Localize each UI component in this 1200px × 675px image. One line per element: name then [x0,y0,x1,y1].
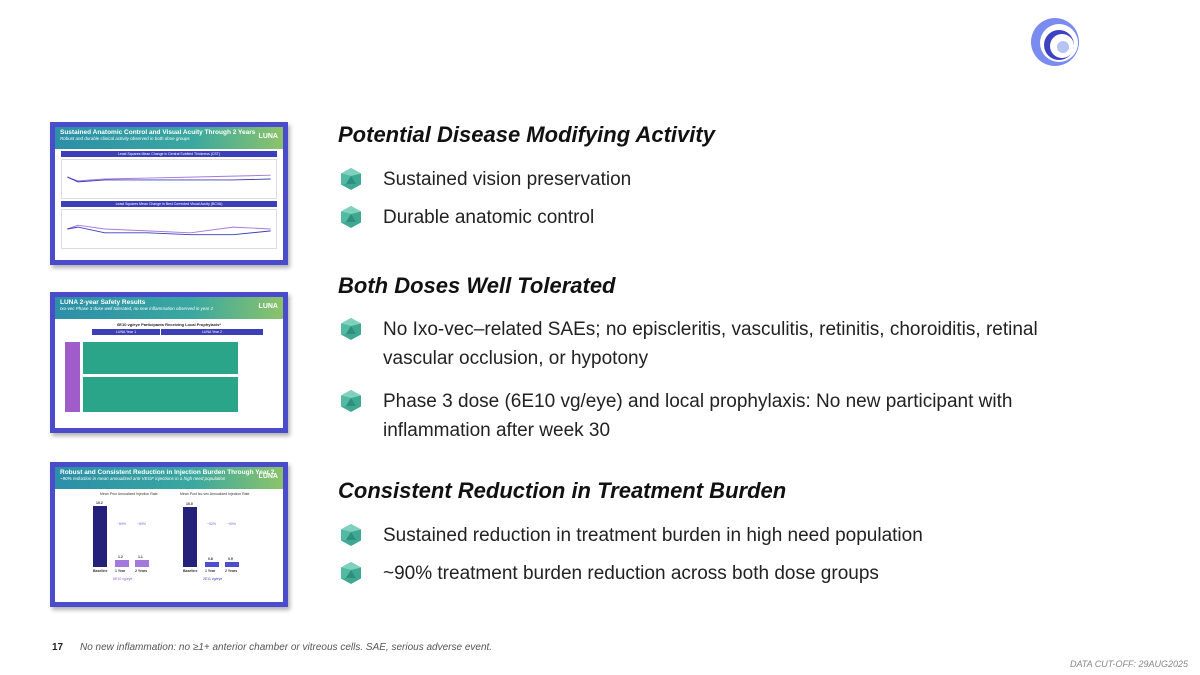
reduction-label: ~90% [227,522,237,526]
luna-brand: LUNA [258,133,278,140]
bar-label: Baseline [183,569,198,573]
chart-title: 6E10 vg/eye Participants Receiving Local… [117,322,221,327]
bar-value: 0.8 [208,557,213,562]
bar-value: 1.1 [138,555,143,560]
bar-label: 2 Years [225,569,238,573]
thumb-subtitle: ~90% reduction in mean annualized anti-V… [60,476,226,481]
thumb-title: LUNA 2-year Safety Results [60,299,146,306]
panel-title: Least Squares Mean Change in Central Sub… [61,151,277,157]
bar-label: 2 Years [135,569,148,573]
bar-mark [225,561,239,567]
luna-brand: LUNA [258,303,278,310]
teal-gem-icon [339,205,363,229]
luna-brand: LUNA [258,473,278,480]
bar-mark [135,560,149,567]
panel-title: Least Squares Mean Change in Best Correc… [61,201,277,207]
reduction-label: ~89% [137,522,147,526]
thumb-title: Sustained Anatomic Control and Visual Ac… [60,129,256,136]
page-number: 17 [52,642,64,653]
bar-label: 1 Year [115,569,126,573]
col-header: LUNA Year 1 [92,329,160,335]
bar-value: 0.9 [228,556,233,561]
thumb-subtitle: Ixo-vec Phase 3 dose well tolerated, no … [60,306,214,311]
bullet-text: Sustained reduction in treatment burden … [383,525,923,546]
bullet-text: Sustained vision preservation [383,169,632,190]
bar-mark [115,559,129,567]
cst-plot [61,159,277,199]
teal-gem-icon [339,317,363,341]
bar-label: Baseline [93,569,108,573]
thumbnail-anatomic-control: Sustained Anatomic Control and Visual Ac… [50,122,288,265]
bcva-plot [61,209,277,249]
group-label: 6E10 vg/eye [113,577,133,581]
section-heading: Potential Disease Modifying Activity [338,122,715,147]
reduction-label: ~89% [117,522,127,526]
section-heading: Both Doses Well Tolerated [338,273,616,298]
legend-prior: Mean Prior Annualized Injection Rate [100,492,158,496]
bar-value: 10.2 [96,500,103,505]
data-cutoff: DATA CUT-OFF: 29AUG2025 [1069,659,1188,669]
bullet-text: ~90% treatment burden reduction across b… [383,563,879,584]
teal-gem-icon [339,389,363,413]
teal-gem-icon [339,167,363,191]
bar-mark [183,507,197,567]
bullet-text: Durable anatomic control [383,207,595,228]
legend-post: Mean Post Ixo-vec Annualized Injection R… [180,492,250,496]
thumb-subtitle: Robust and durable clinical activity obs… [60,136,190,141]
thumbnail-injection-burden: Robust and Consistent Reduction in Injec… [50,462,288,607]
reduction-label: ~92% [207,522,217,526]
footnote: No new inflammation: no ≥1+ anterior cha… [80,642,493,653]
bullet-text: No Ixo-vec–related SAEs; no episcleritis… [383,319,1038,369]
dose-label [65,342,80,412]
heatmap-anterior [83,342,238,374]
bar-value: 1.2 [118,554,123,559]
thumb-title: Robust and Consistent Reduction in Injec… [60,469,275,476]
bullet-text: Phase 3 dose (6E10 vg/eye) and local pro… [383,391,1013,441]
bar-mark [93,505,107,567]
company-logo [1031,18,1079,66]
group-label: 2E11 vg/eye [203,577,223,581]
teal-gem-icon [339,523,363,547]
bar-value: 10.0 [186,502,193,506]
bar-label: 1 Year [205,569,216,573]
teal-gem-icon [339,561,363,585]
bar-mark [205,562,219,567]
section-heading: Consistent Reduction in Treatment Burden [338,478,787,503]
heatmap-vitreous [83,377,238,412]
col-header: LUNA Year 2 [161,329,263,335]
